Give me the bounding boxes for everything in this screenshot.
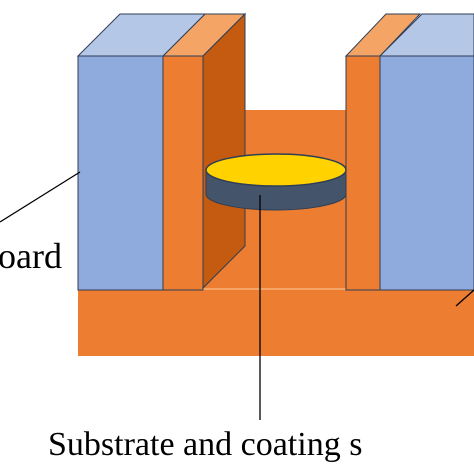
left-holder-front (162, 55, 204, 291)
left-board (76, 13, 207, 291)
left-holder (161, 12, 247, 291)
board-leader-line (0, 171, 81, 223)
right-board (378, 13, 474, 291)
left-holder-side (202, 12, 246, 290)
substrate-disc (205, 153, 347, 211)
base-leader-line (455, 289, 474, 307)
substrate-disc-top (205, 153, 347, 187)
base-plate (78, 282, 474, 356)
base-plate-front (78, 290, 474, 356)
right-holder (344, 13, 422, 291)
right-board-front (379, 55, 474, 291)
left-board-front (77, 55, 164, 291)
substrate-label: Substrate and coating s (48, 426, 362, 463)
right-holder-front (345, 55, 381, 291)
board-label: oard (0, 236, 62, 276)
